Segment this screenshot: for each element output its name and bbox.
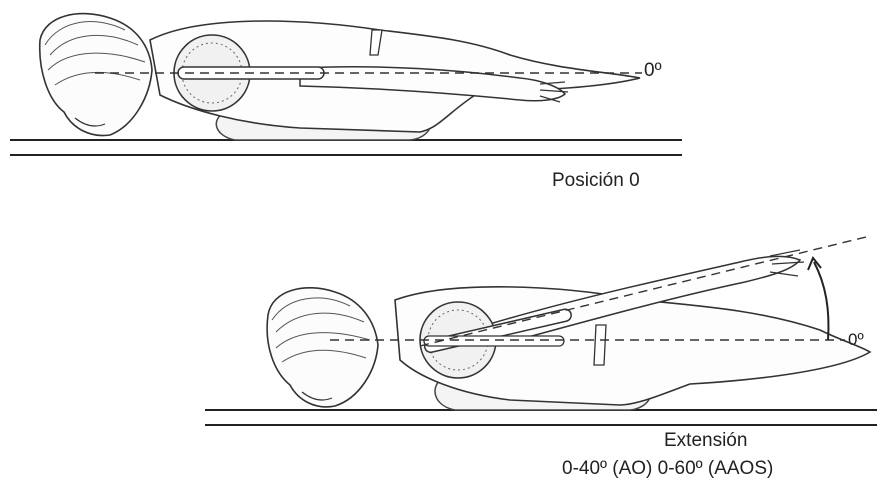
swimsuit-strap — [594, 325, 606, 365]
head — [267, 288, 378, 407]
top-panel-illustration — [10, 14, 682, 155]
bottom-panel-illustration — [205, 236, 877, 425]
top-panel-caption: Posición 0 — [552, 170, 640, 192]
bottom-zero-angle-label: 0º — [848, 330, 864, 350]
bottom-panel-caption-range: 0-40º (AO) 0-60º (AAOS) — [562, 458, 773, 480]
top-zero-angle-label: 0º — [644, 60, 662, 82]
bottom-panel-caption-title: Extensión — [664, 430, 747, 452]
goniometer-fixed-arm — [424, 336, 564, 346]
